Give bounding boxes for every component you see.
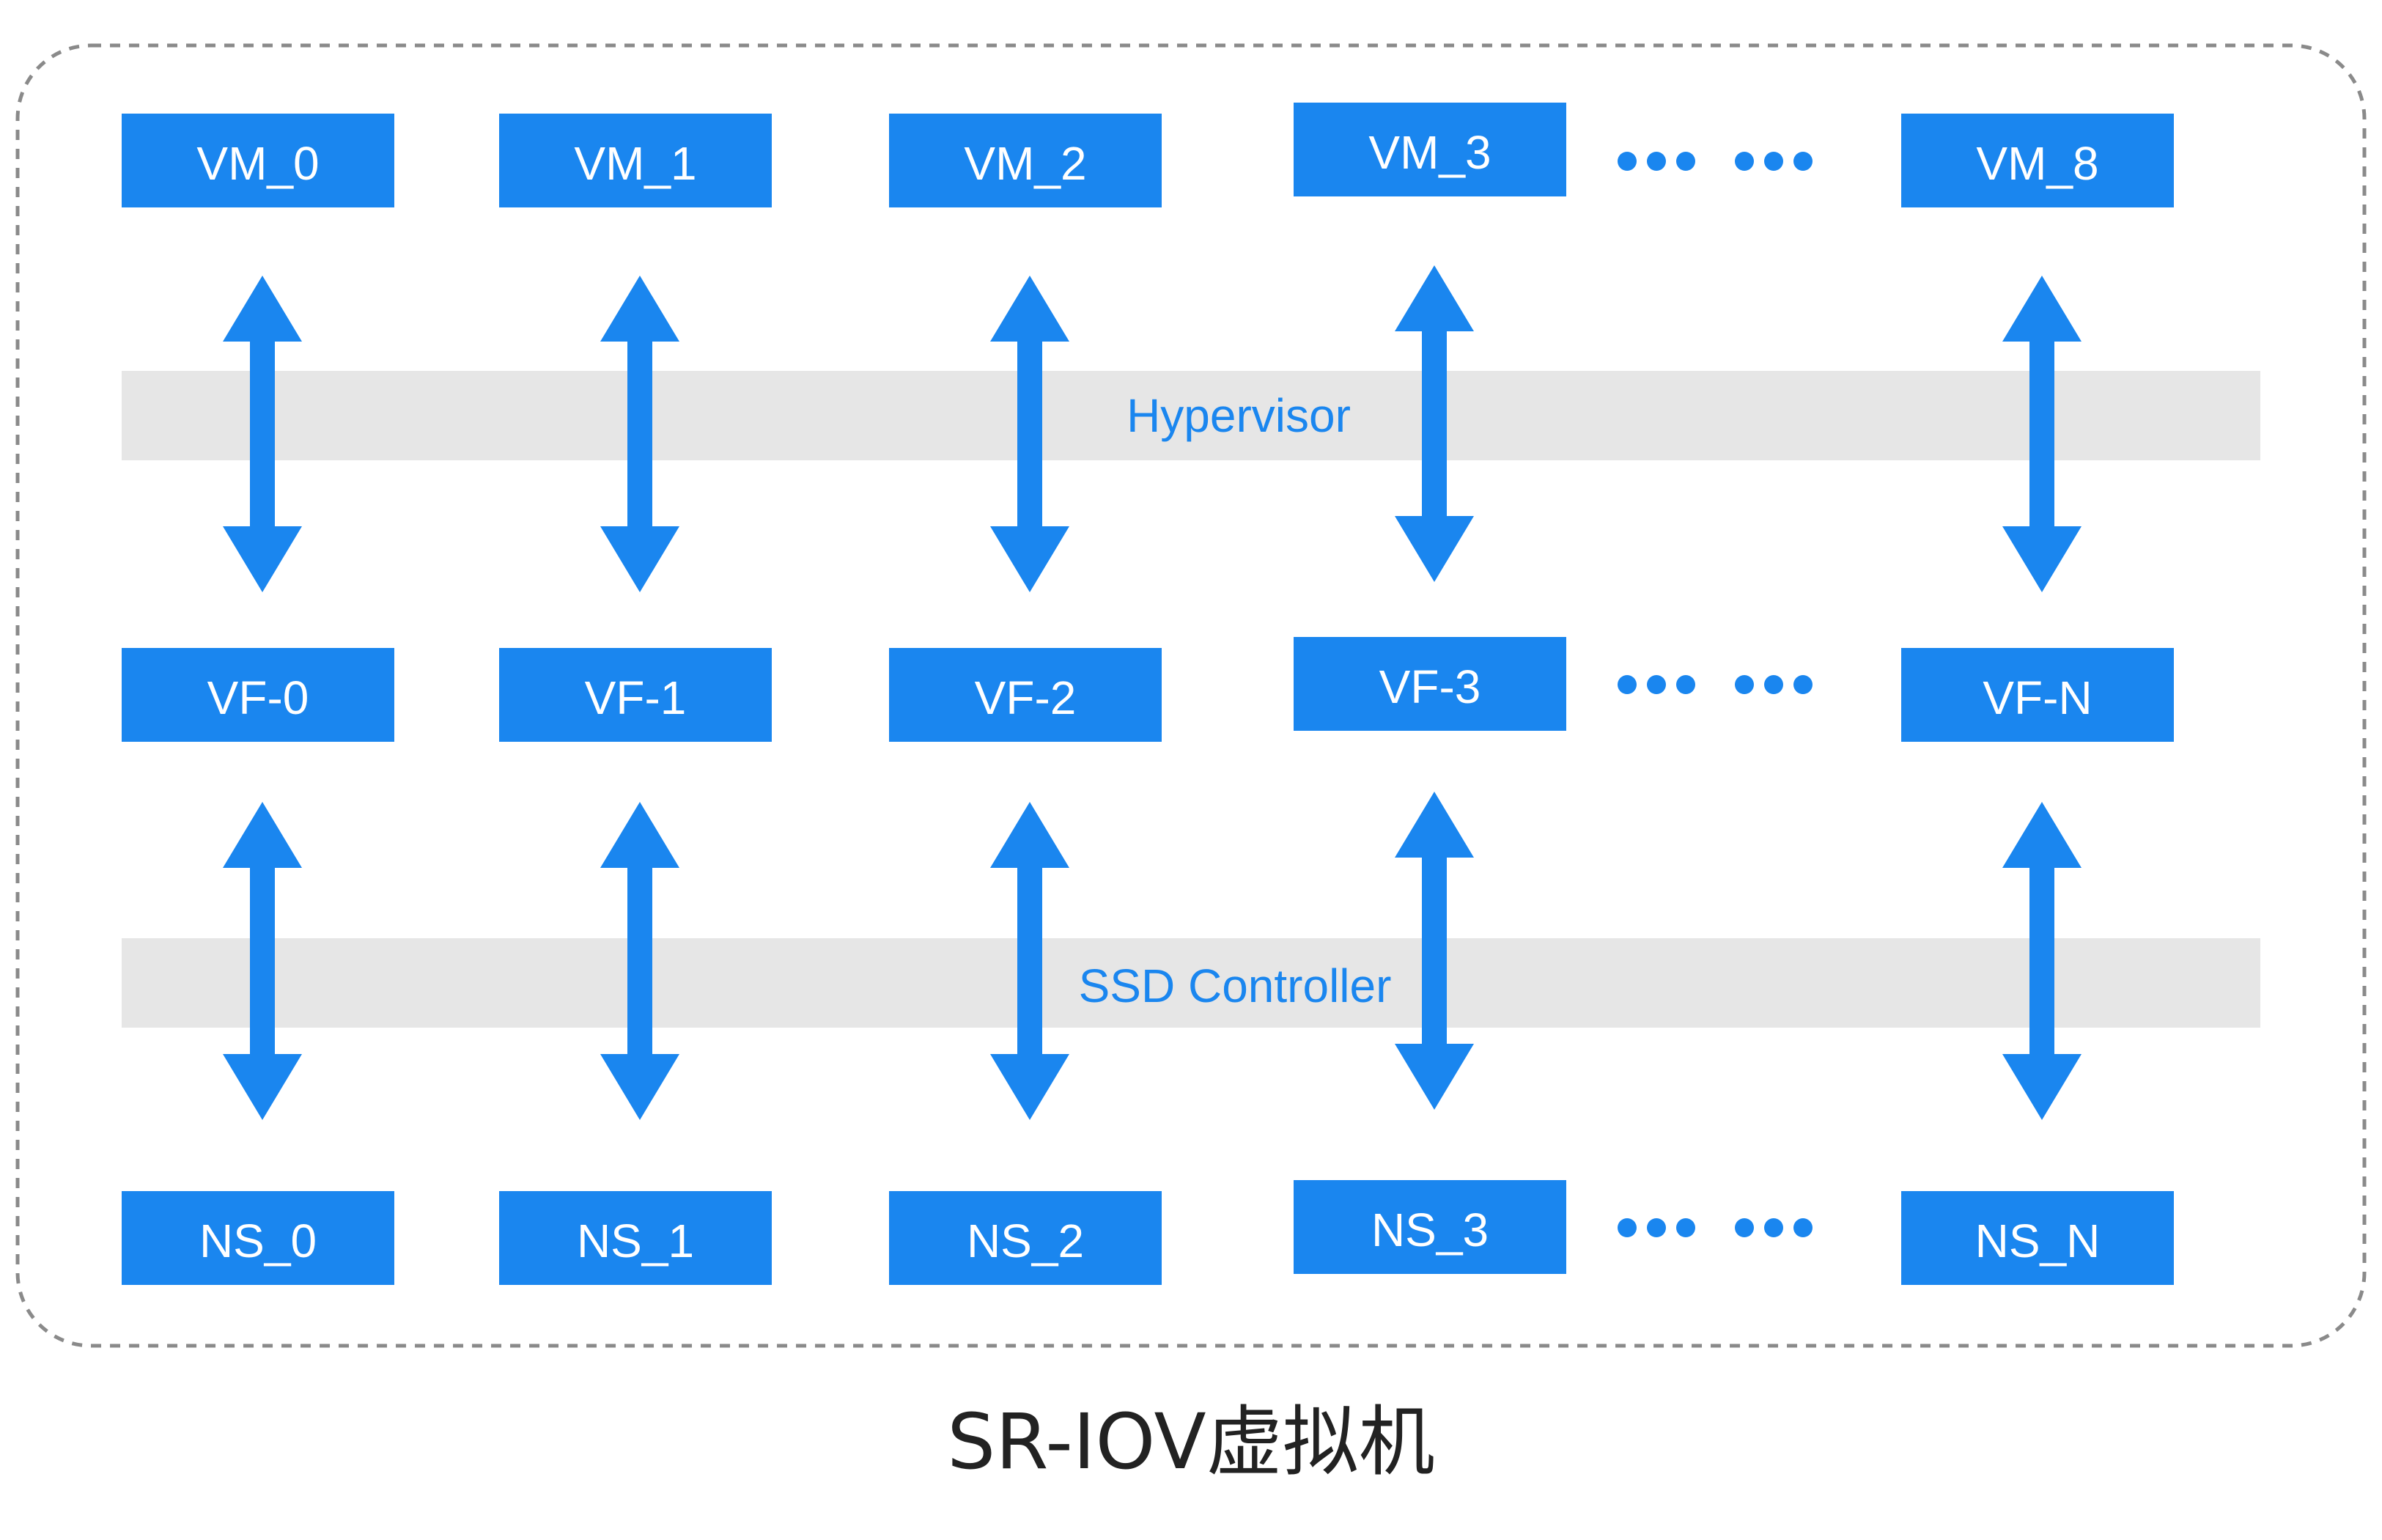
ellipsis-dot bbox=[1647, 675, 1666, 694]
ns-node-2: NS_2 bbox=[889, 1191, 1162, 1285]
ssd-controller-label: SSD Controller bbox=[1079, 959, 1392, 1012]
vm-node-2-box bbox=[889, 114, 1162, 207]
ns-node-3: NS_3 bbox=[1294, 1180, 1566, 1274]
ellipsis-dot bbox=[1735, 675, 1754, 694]
ns-node-1-label: NS_1 bbox=[577, 1215, 694, 1267]
arrow-vm-vf-2 bbox=[990, 276, 1069, 592]
vf-node-3-label: VF-3 bbox=[1379, 660, 1481, 713]
ns-node-2-box bbox=[889, 1191, 1162, 1285]
arrow-vf-ns-3 bbox=[1395, 792, 1474, 1110]
vm-node-4-box bbox=[1901, 114, 2174, 207]
vf-node-0-box bbox=[122, 648, 394, 742]
vm-node-2: VM_2 bbox=[889, 114, 1162, 207]
arrow-vm-vf-0 bbox=[223, 276, 302, 592]
sriov-diagram: Hypervisor SSD Controller VM_0VF-0NS_0VM… bbox=[15, 43, 2367, 1348]
ns-node-4-label: NS_N bbox=[1975, 1215, 2101, 1267]
vf-node-1-label: VF-1 bbox=[585, 671, 687, 724]
ellipsis-dot bbox=[1793, 675, 1813, 694]
arrows-layer bbox=[223, 265, 2082, 1120]
vm-node-4-label: VM_8 bbox=[1976, 137, 2098, 190]
more-dots-icon bbox=[1735, 1218, 1813, 1237]
arrow-vf-ns-0 bbox=[223, 802, 302, 1120]
more-dots-icon bbox=[1618, 1218, 1695, 1237]
vf-node-4: VF-N bbox=[1901, 648, 2174, 742]
more-dots-icon bbox=[1618, 675, 1695, 694]
vf-node-0-label: VF-0 bbox=[207, 671, 309, 724]
more-dots-icon bbox=[1735, 675, 1813, 694]
ellipsis-layer bbox=[1618, 152, 1813, 1237]
ssd-controller-band bbox=[122, 938, 2260, 1028]
ellipsis-dot bbox=[1676, 152, 1695, 171]
vf-node-4-label: VF-N bbox=[1983, 671, 2092, 724]
ellipsis-dot bbox=[1793, 1218, 1813, 1237]
arrow-vm-vf-3 bbox=[1395, 265, 1474, 582]
ellipsis-dot bbox=[1618, 675, 1637, 694]
ellipsis-dot bbox=[1764, 675, 1783, 694]
ellipsis-dot bbox=[1735, 152, 1754, 171]
vf-node-1: VF-1 bbox=[499, 648, 772, 742]
diagram-caption: SR-IOV虚拟机 bbox=[947, 1397, 1435, 1486]
arrow-vf-ns-1 bbox=[600, 802, 679, 1120]
vm-node-0-label: VM_0 bbox=[196, 137, 319, 190]
vm-node-1-label: VM_1 bbox=[574, 137, 696, 190]
vm-node-0-box bbox=[122, 114, 394, 207]
ns-node-0: NS_0 bbox=[122, 1191, 394, 1285]
ellipsis-dot bbox=[1618, 1218, 1637, 1237]
vf-node-2-label: VF-2 bbox=[975, 671, 1077, 724]
ellipsis-dot bbox=[1764, 1218, 1783, 1237]
hypervisor-band bbox=[122, 371, 2260, 460]
vf-node-3-box bbox=[1294, 637, 1566, 731]
vm-node-1-box bbox=[499, 114, 772, 207]
hypervisor-label: Hypervisor bbox=[1127, 389, 1351, 442]
ns-node-4-box bbox=[1901, 1191, 2174, 1285]
vf-node-2-box bbox=[889, 648, 1162, 742]
vf-node-0: VF-0 bbox=[122, 648, 394, 742]
ns-node-1-box bbox=[499, 1191, 772, 1285]
ellipsis-dot bbox=[1618, 152, 1637, 171]
vf-node-3: VF-3 bbox=[1294, 637, 1566, 731]
arrow-vf-ns-4 bbox=[2002, 802, 2082, 1120]
ns-node-0-box bbox=[122, 1191, 394, 1285]
ns-node-1: NS_1 bbox=[499, 1191, 772, 1285]
vm-node-1: VM_1 bbox=[499, 114, 772, 207]
ellipsis-dot bbox=[1764, 152, 1783, 171]
ellipsis-dot bbox=[1647, 152, 1666, 171]
ns-node-3-label: NS_3 bbox=[1371, 1204, 1489, 1256]
more-dots-icon bbox=[1735, 152, 1813, 171]
vf-node-4-box bbox=[1901, 648, 2174, 742]
vm-node-4: VM_8 bbox=[1901, 114, 2174, 207]
nodes-layer: VM_0VF-0NS_0 VM_1VF-1NS_1 VM_2VF-2NS_2 VM_3… bbox=[122, 103, 2174, 1285]
ellipsis-dot bbox=[1735, 1218, 1754, 1237]
ellipsis-dot bbox=[1676, 1218, 1695, 1237]
ellipsis-dot bbox=[1676, 675, 1695, 694]
more-dots-icon bbox=[1618, 152, 1695, 171]
ellipsis-dot bbox=[1647, 1218, 1666, 1237]
vf-node-1-box bbox=[499, 648, 772, 742]
vm-node-0: VM_0 bbox=[122, 114, 394, 207]
ns-node-3-box bbox=[1294, 1180, 1566, 1274]
ellipsis-dot bbox=[1793, 152, 1813, 171]
vm-node-3-box bbox=[1294, 103, 1566, 196]
arrow-vm-vf-4 bbox=[2002, 276, 2082, 592]
vm-node-2-label: VM_2 bbox=[964, 137, 1086, 190]
arrow-vf-ns-2 bbox=[990, 802, 1069, 1120]
arrow-vm-vf-1 bbox=[600, 276, 679, 592]
vm-node-3: VM_3 bbox=[1294, 103, 1566, 196]
ns-node-4: NS_N bbox=[1901, 1191, 2174, 1285]
vf-node-2: VF-2 bbox=[889, 648, 1162, 742]
ns-node-0-label: NS_0 bbox=[199, 1215, 317, 1267]
vm-node-3-label: VM_3 bbox=[1368, 126, 1491, 179]
ns-node-2-label: NS_2 bbox=[967, 1215, 1084, 1267]
